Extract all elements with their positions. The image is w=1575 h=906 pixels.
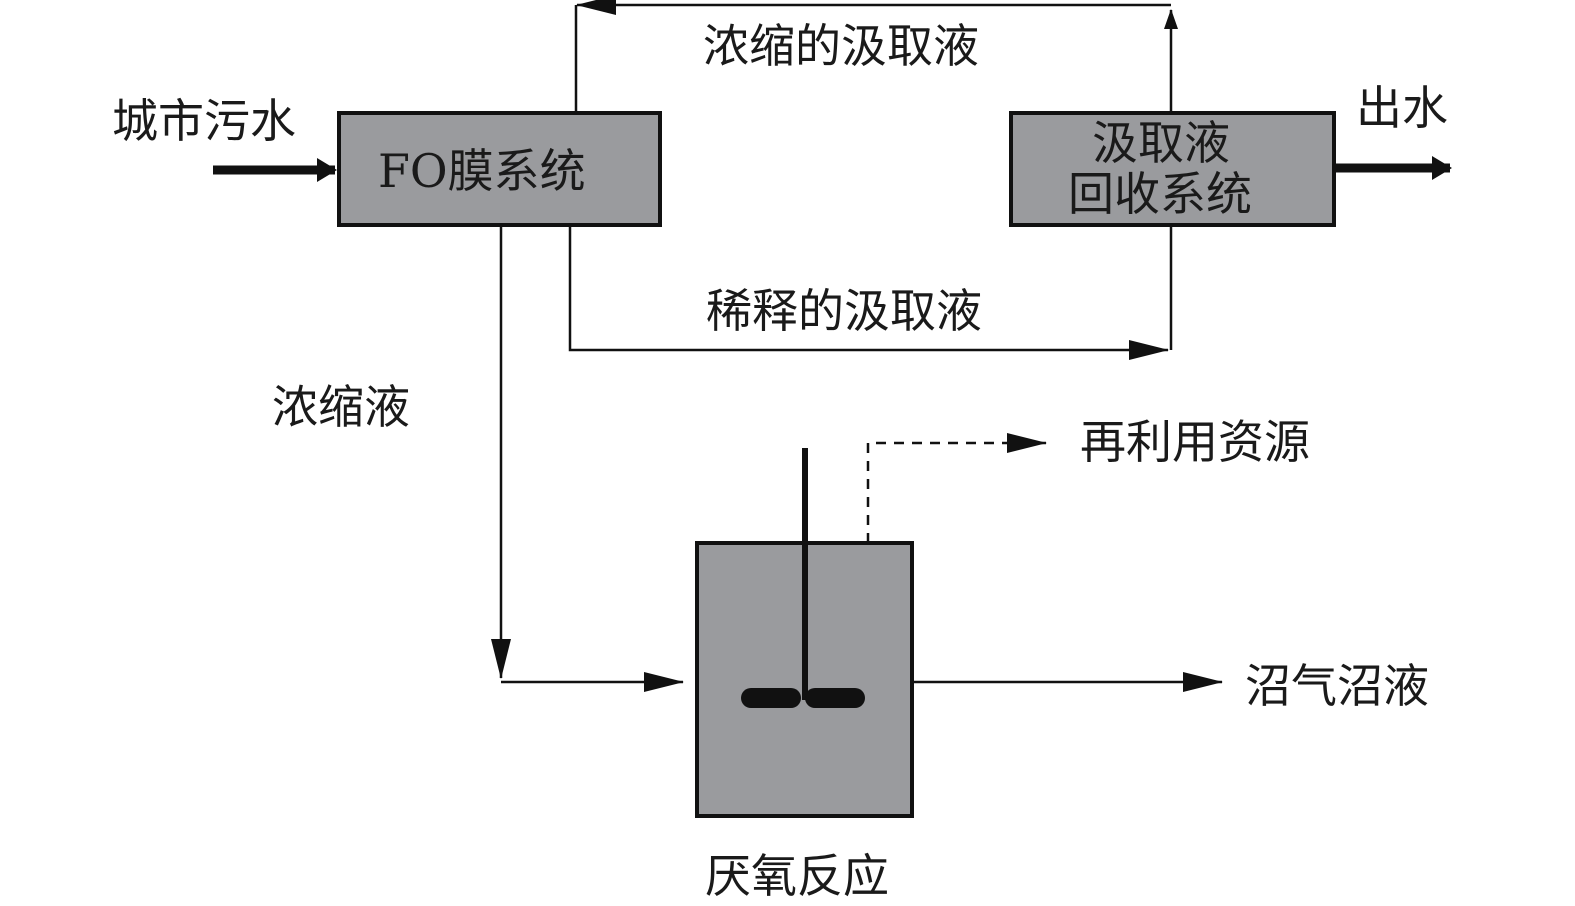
diluted-draw-label: 稀释的汲取液	[706, 284, 982, 338]
urban-sewage-label: 城市污水	[112, 94, 296, 148]
reuse-resource-dashed-arrow	[866, 433, 1047, 543]
concentrated-draw-label: 浓缩的汲取液	[703, 19, 979, 73]
concentrate-label: 浓缩液	[272, 380, 410, 434]
draw-recovery-label-line2: 回收系统	[1068, 167, 1252, 221]
biogas-slurry-label: 沼气沼液	[1245, 659, 1429, 713]
stirrer-blade-right	[805, 688, 865, 708]
diluted-draw-arrow	[568, 225, 1169, 360]
anaerobic-reaction-label: 厌氧反应	[705, 849, 889, 903]
reuse-resource-label: 再利用资源	[1080, 415, 1310, 469]
stirrer-blade-left	[741, 688, 801, 708]
draw-solution-recovery-box	[1009, 111, 1336, 227]
effluent-label: 出水	[1356, 81, 1448, 135]
fo-membrane-system-label: FO膜系统	[378, 144, 586, 198]
fo-membrane-system-box	[337, 111, 662, 227]
draw-recovery-label-line1: 汲取液	[1092, 116, 1230, 170]
